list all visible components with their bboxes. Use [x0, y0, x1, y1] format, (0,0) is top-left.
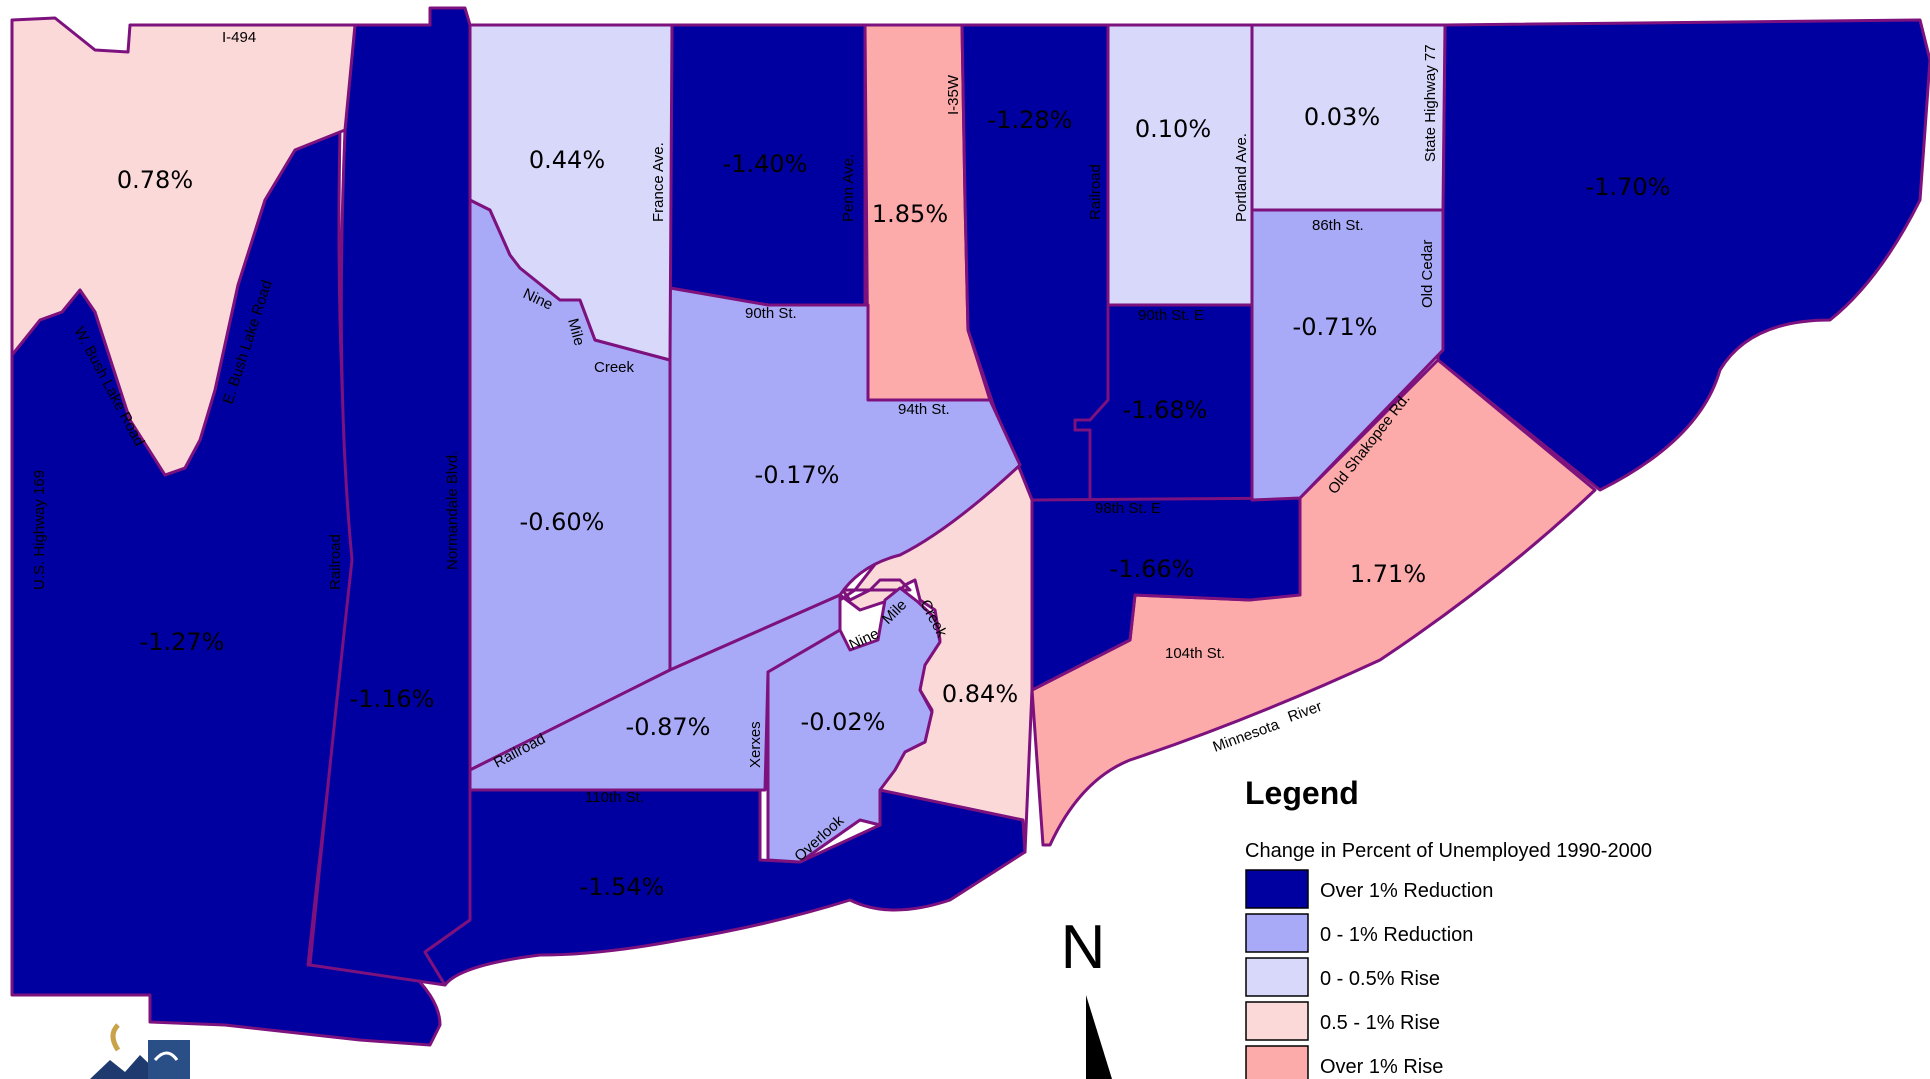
street-86th: 86th St. — [1312, 217, 1364, 234]
region-hwy77-n — [1250, 23, 1447, 212]
north-label: N — [1061, 913, 1106, 982]
label-france-n: 0.44% — [529, 146, 605, 174]
street-94th: 94th St. — [898, 401, 950, 418]
region-portland-n — [1106, 23, 1254, 307]
label-france-s: -0.60% — [520, 508, 605, 536]
region-se — [1030, 358, 1597, 847]
region-ne — [1436, 18, 1930, 492]
legend: Legend Change in Percent of Unemployed 1… — [1245, 775, 1652, 1079]
label-se: 1.71% — [1350, 560, 1426, 588]
street-normandale: Normandale Blvd. — [444, 451, 461, 570]
street-104th: 104th St. — [1165, 645, 1225, 662]
label-hwy77-n: 0.03% — [1304, 103, 1380, 131]
legend-label-1: 0 - 1% Reduction — [1320, 924, 1473, 946]
street-90th: 90th St. — [745, 305, 797, 322]
region-creek — [818, 408, 1034, 854]
street-railroad-mid: Railroad — [1087, 164, 1104, 220]
label-portland-s: -1.68% — [1123, 396, 1208, 424]
street-110th: 110th St. — [585, 789, 644, 806]
legend-swatch-2 — [1245, 957, 1309, 997]
label-i35w: 1.85% — [872, 200, 948, 228]
street-xerxes: Xerxes — [747, 721, 764, 768]
north-arrow: N — [1061, 913, 1112, 1079]
street-river: River — [1286, 698, 1325, 726]
logo-icon — [90, 1023, 190, 1079]
label-penn-n: -1.40% — [723, 150, 808, 178]
legend-label-0: Over 1% Reduction — [1320, 880, 1493, 902]
street-us169: U.S. Highway 169 — [31, 470, 48, 590]
region-france-n — [468, 23, 674, 362]
region-xerxes — [766, 586, 942, 864]
street-creek: Creek — [594, 359, 635, 376]
legend-subtitle: Change in Percent of Unemployed 1990-200… — [1245, 840, 1652, 862]
legend-label-4: Over 1% Rise — [1320, 1056, 1443, 1078]
street-90th-e: 90th St. E — [1138, 307, 1204, 324]
label-railroad-sw: -0.87% — [626, 713, 711, 741]
legend-swatch-4 — [1245, 1045, 1309, 1079]
legend-swatch-3 — [1245, 1001, 1309, 1041]
label-ne: -1.70% — [1586, 173, 1671, 201]
label-railroad-e: -1.28% — [988, 106, 1073, 134]
north-arrow-icon — [1086, 995, 1112, 1079]
legend-label-2: 0 - 0.5% Rise — [1320, 968, 1440, 990]
street-hwy77: State Highway 77 — [1422, 44, 1439, 162]
legend-title: Legend — [1245, 775, 1359, 811]
label-normandale: -1.16% — [350, 685, 435, 713]
street-france: France Ave. — [650, 142, 667, 222]
region-nw — [10, 16, 357, 477]
street-railroad-w: Railroad — [327, 534, 344, 590]
label-xerxes: -0.02% — [801, 708, 886, 736]
label-south: -1.54% — [580, 873, 665, 901]
label-central: -0.17% — [755, 461, 840, 489]
street-98th-e: 98th St. E — [1095, 500, 1161, 517]
legend-label-3: 0.5 - 1% Rise — [1320, 1012, 1440, 1034]
label-portland-n: 0.10% — [1135, 115, 1211, 143]
label-west: -1.27% — [140, 628, 225, 656]
label-nw: 0.78% — [117, 166, 193, 194]
legend-swatch-0 — [1245, 869, 1309, 909]
street-portland: Portland Ave. — [1233, 133, 1250, 222]
street-old-cedar: Old Cedar — [1419, 240, 1436, 308]
legend-swatch-1 — [1245, 913, 1309, 953]
label-old-cedar: -0.71% — [1293, 313, 1378, 341]
street-i494: I-494 — [222, 29, 256, 46]
region-south — [423, 788, 1027, 987]
street-penn: Penn Ave. — [840, 154, 857, 222]
street-i35w: I-35W — [945, 74, 962, 115]
label-mid-se: -1.66% — [1110, 555, 1195, 583]
region-mid-se — [1030, 496, 1302, 692]
label-creek: 0.84% — [942, 680, 1018, 708]
region-central — [668, 286, 1022, 672]
region-normandale — [308, 6, 472, 987]
street-mile: Mile — [564, 317, 588, 348]
